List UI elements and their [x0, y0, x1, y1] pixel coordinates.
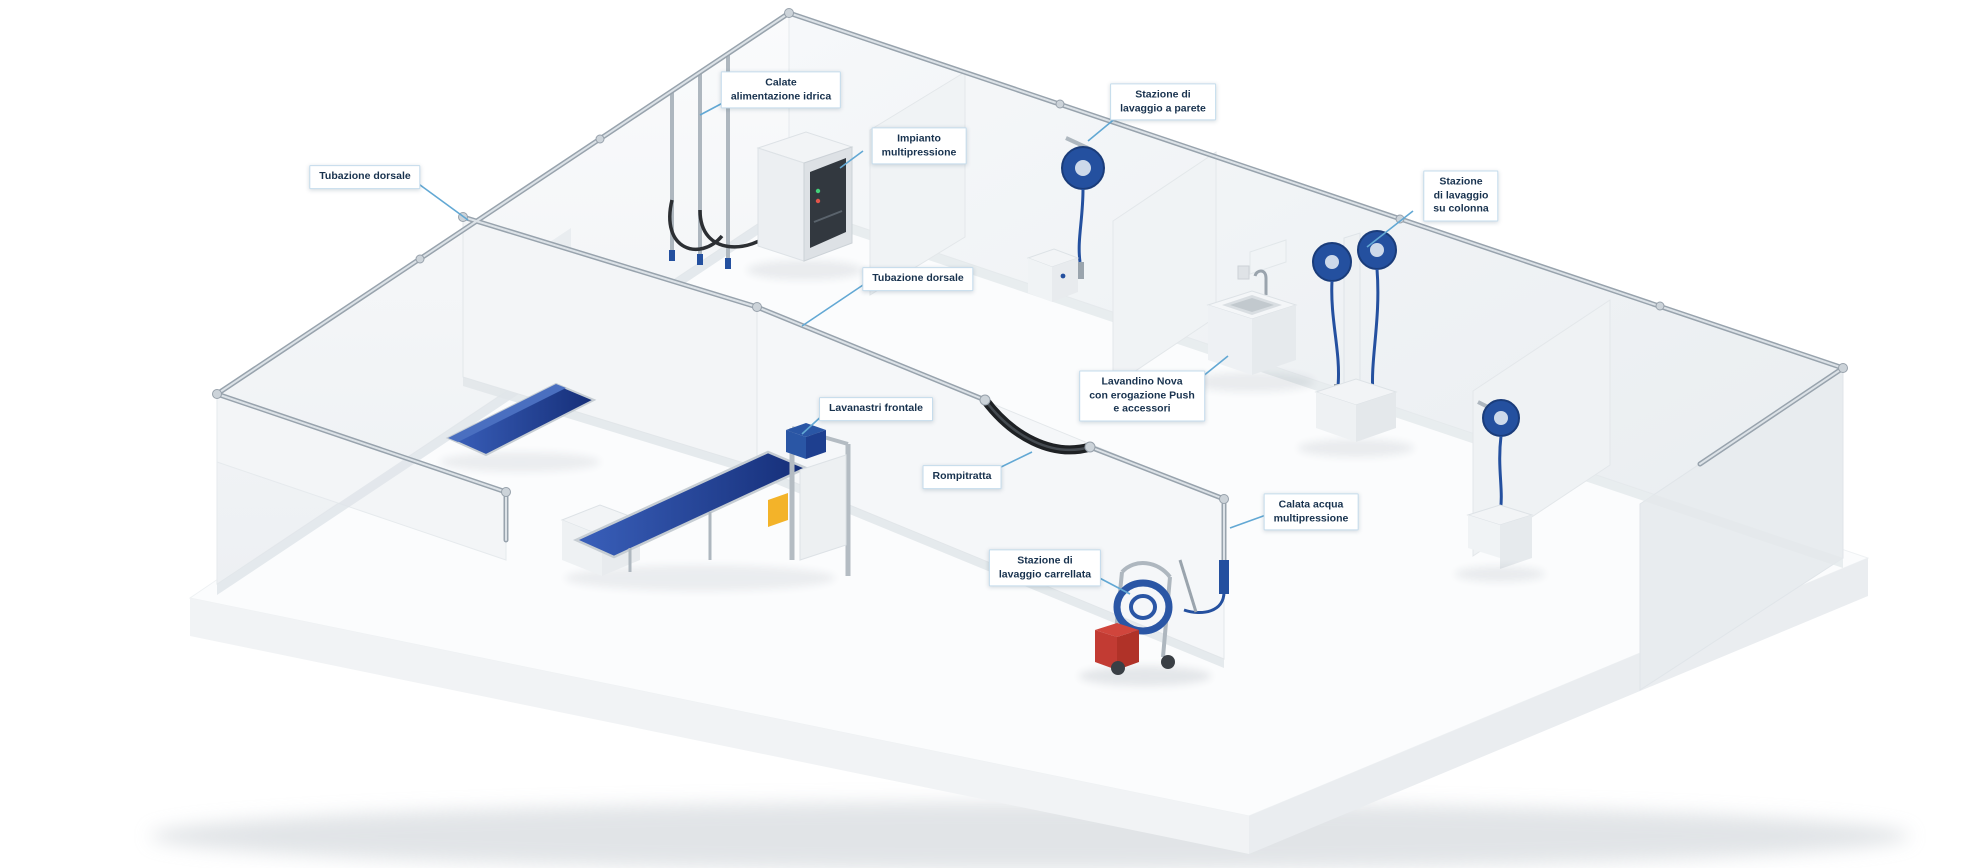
ground-shadow — [150, 802, 1910, 868]
partition-e — [1472, 299, 1611, 557]
yellow-module — [768, 493, 788, 527]
blue-ramp-conveyor — [440, 382, 600, 472]
trolley-wash-station — [1079, 559, 1226, 686]
multipressure-unit — [747, 131, 863, 280]
hose-coil — [1113, 579, 1173, 635]
label-tubazione-dorsale-center: Tubazione dorsale — [862, 267, 974, 291]
label-lavandino-nova: Lavandino Nova con erogazione Push e acc… — [1079, 370, 1205, 422]
calata-fitting — [1219, 560, 1229, 594]
label-lavanastri-frontale: Lavanastri frontale — [819, 397, 933, 421]
label-stazione-parete: Stazione di lavaggio a parete — [1110, 83, 1216, 121]
wall-wash-station — [1026, 136, 1105, 302]
label-stazione-colonna: Stazione di lavaggio su colonna — [1423, 170, 1499, 222]
label-calate-alimentazione: Calate alimentazione idrica — [720, 71, 842, 109]
label-stazione-carrellata: Stazione di lavaggio carrellata — [988, 549, 1102, 587]
right-wing — [1455, 299, 1611, 582]
label-impianto-multipressione: Impianto multipressione — [871, 127, 967, 165]
backbone-piping — [212, 8, 1848, 595]
label-rompitratta: Rompitratta — [922, 465, 1002, 489]
belt-washer — [560, 423, 851, 591]
column-wash-station — [1298, 230, 1414, 457]
label-tubazione-dorsale-left: Tubazione dorsale — [309, 165, 421, 189]
label-calata-acqua: Calata acqua multipressione — [1263, 493, 1359, 531]
sink-unit — [1190, 239, 1314, 392]
